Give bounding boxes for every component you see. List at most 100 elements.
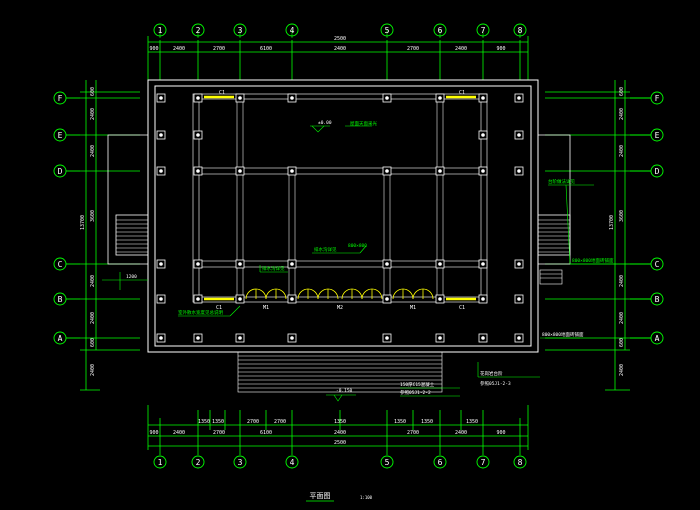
- door-swing: [307, 288, 319, 300]
- axis-label: 1: [158, 458, 163, 467]
- door-swing: [402, 288, 414, 300]
- axis-bubble: [153, 455, 167, 469]
- dim-text: 1350: [421, 419, 433, 425]
- door-leaves: [255, 289, 424, 299]
- dim-text: 2700: [274, 419, 286, 425]
- door-swing: [245, 288, 257, 300]
- axis-bubble: [380, 23, 394, 37]
- dim-text: 900: [149, 46, 158, 52]
- dim-text: 2400: [173, 46, 185, 52]
- axis-label: D: [655, 167, 660, 176]
- axis-label: 2: [196, 26, 201, 35]
- door-swing: [361, 288, 373, 300]
- window-label: C1: [219, 90, 225, 96]
- top-axis-labels: 1 2 3 4 5 6 7 8: [158, 26, 523, 35]
- bottom-overall-dim: 2500: [334, 440, 346, 446]
- dim-text: 2400: [619, 275, 625, 287]
- axis-label: 8: [518, 26, 523, 35]
- axis-label: 3: [238, 458, 243, 467]
- axis-label: 5: [385, 458, 390, 467]
- dim-text: 2400: [90, 275, 96, 287]
- dim-text: 2400: [90, 312, 96, 324]
- note-bottom-2: 参照05J1-2-3: [480, 380, 511, 387]
- axis-label: 3: [238, 26, 243, 35]
- axis-label: 8: [518, 458, 523, 467]
- window-label: C1: [216, 305, 222, 311]
- axis-label: B: [655, 295, 660, 304]
- column-dots: [159, 96, 521, 340]
- axis-label: D: [58, 167, 63, 176]
- axis-bubble: [476, 23, 490, 37]
- dim-text: 2400: [334, 430, 346, 436]
- note-top: 屋面天窗采光: [350, 120, 377, 127]
- right-stair: [537, 214, 571, 256]
- door-label: M2: [337, 305, 343, 311]
- right-lower-step: [539, 269, 563, 285]
- note-left-inner: 排水沟详见: [262, 265, 285, 272]
- dim-text: 2400: [619, 108, 625, 120]
- dim-text: 3600: [619, 210, 625, 222]
- dim-text: 600: [619, 87, 625, 96]
- top-axis-bubbles: [153, 23, 527, 37]
- top-overall-dim: 2500: [334, 36, 346, 42]
- door-swing: [265, 288, 277, 300]
- dim-text: 900: [149, 430, 158, 436]
- dim-text: 6100: [260, 46, 272, 52]
- door-swing: [351, 288, 363, 300]
- dim-text: 1350: [466, 419, 478, 425]
- right-wing: [537, 134, 571, 265]
- door-swing: [412, 288, 424, 300]
- axis-label: 7: [481, 26, 486, 35]
- drawing-title: 平面图: [310, 492, 331, 500]
- bottom-segment-dims: 900 2400 2700 6100 2400 2700 2400 900: [149, 430, 505, 436]
- axis-bubble: [513, 455, 527, 469]
- axis-bubble: [233, 455, 247, 469]
- dim-text: 2400: [334, 46, 346, 52]
- axis-bubble: [285, 23, 299, 37]
- bottom-axis-labels: 1 2 3 4 5 6 7 8: [158, 458, 523, 467]
- door-swing: [341, 288, 353, 300]
- dim-text: 2400: [619, 312, 625, 324]
- left-segment-dims: 600 2400 2400 3600 2400 2400 600 13700 2…: [80, 87, 96, 376]
- note-right-mid: 800×800地面砖铺面: [572, 257, 614, 264]
- door-label: M1: [263, 305, 269, 311]
- door-swing: [422, 288, 434, 300]
- dim-text: 600: [90, 87, 96, 96]
- door-swings: [245, 288, 434, 300]
- axis-label: E: [58, 131, 63, 140]
- dim-text: 13700: [80, 215, 86, 230]
- axis-bubble: [233, 23, 247, 37]
- axis-label: E: [655, 131, 660, 140]
- axis-label: 2: [196, 458, 201, 467]
- axis-label: F: [655, 94, 660, 103]
- door-label: M1: [410, 305, 416, 311]
- level-bottom: -0.150: [336, 388, 353, 394]
- dim-text: 3600: [90, 210, 96, 222]
- top-dimension-group: [147, 36, 529, 80]
- right-axis-bubbles: [630, 91, 664, 345]
- note-bottom-4: 参照05J1-2-2: [400, 389, 431, 396]
- left-stair: [115, 214, 149, 256]
- dim-text: 13700: [609, 215, 615, 230]
- note-right-top: 台阶做法详见: [548, 178, 575, 185]
- bottom-dimension-group: [147, 405, 529, 455]
- axis-label: 1: [158, 26, 163, 35]
- axis-bubble: [380, 455, 394, 469]
- left-axis-labels: F E D C B A: [58, 94, 63, 343]
- dim-text: 1350: [212, 419, 224, 425]
- dim-text: 2700: [213, 430, 225, 436]
- left-dimension-group: [80, 80, 140, 391]
- dim-text: 900: [496, 430, 505, 436]
- left-stair-treads: [116, 219, 148, 253]
- door-swing: [327, 288, 339, 300]
- note-bottom-3: 150厚C15混凝土: [400, 381, 435, 388]
- window-labels: C1 C1 C1 C1: [216, 90, 465, 311]
- axis-bubble: [513, 23, 527, 37]
- door-labels: M1 M2 M1: [263, 305, 416, 311]
- window-label: C1: [459, 90, 465, 96]
- axis-label: 6: [438, 26, 443, 35]
- axis-bubble: [191, 23, 205, 37]
- axis-label: C: [655, 260, 660, 269]
- axis-bubble: [476, 455, 490, 469]
- dim-text: 2400: [90, 108, 96, 120]
